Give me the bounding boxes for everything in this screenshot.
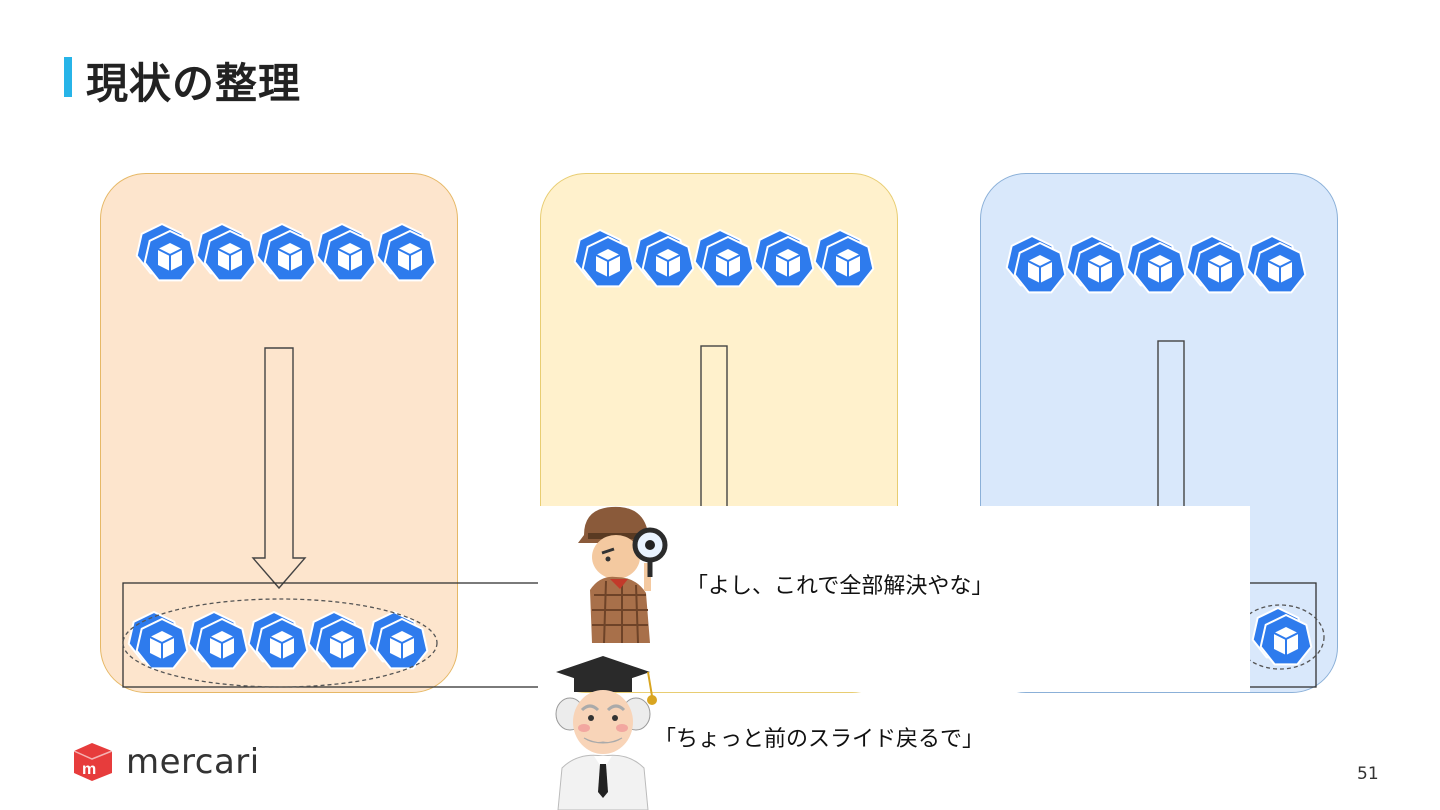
- kubernetes-pod-icon: [135, 222, 197, 282]
- pod-row-bottom-orange: [126, 610, 429, 674]
- kubernetes-pod-icon: [1251, 606, 1313, 666]
- mercari-box-icon: m: [73, 743, 113, 781]
- kubernetes-pod-icon: [187, 610, 249, 670]
- kubernetes-pod-icon: [1185, 234, 1247, 294]
- detective-character: [578, 506, 668, 643]
- kubernetes-pod-icon: [367, 610, 429, 670]
- page-number: 51: [1357, 764, 1379, 784]
- kubernetes-pod-icon: [195, 222, 257, 282]
- pod-row-bottom-blue-partial: [1250, 606, 1313, 670]
- kubernetes-pod-icon: [633, 228, 695, 288]
- kubernetes-pod-icon: [753, 228, 815, 288]
- kubernetes-pod-icon: [247, 610, 309, 670]
- kubernetes-pod-icon: [375, 222, 437, 282]
- professor-character: [555, 656, 657, 810]
- logo-text: mercari: [126, 742, 260, 782]
- pod-row-top-yellow: [572, 228, 875, 292]
- svg-text:m: m: [82, 761, 96, 778]
- speech-detective: 「よし、これで全部解決やな」: [686, 574, 994, 599]
- kubernetes-pod-icon: [1065, 234, 1127, 294]
- kubernetes-pod-icon: [1245, 234, 1307, 294]
- kubernetes-pod-icon: [1125, 234, 1187, 294]
- kubernetes-pod-icon: [307, 610, 369, 670]
- kubernetes-pod-icon: [573, 228, 635, 288]
- kubernetes-pod-icon: [127, 610, 189, 670]
- mercari-logo: m mercari: [70, 741, 260, 783]
- kubernetes-pod-icon: [315, 222, 377, 282]
- pod-row-top-orange: [134, 222, 437, 286]
- title-accent-bar: [64, 57, 72, 97]
- slide-title: 現状の整理: [86, 59, 302, 108]
- kubernetes-pod-icon: [693, 228, 755, 288]
- kubernetes-pod-icon: [813, 228, 875, 288]
- kubernetes-pod-icon: [255, 222, 317, 282]
- kubernetes-pod-icon: [1005, 234, 1067, 294]
- pod-row-top-blue: [1004, 234, 1307, 298]
- speech-professor: 「ちょっと前のスライド戻るで」: [654, 727, 985, 752]
